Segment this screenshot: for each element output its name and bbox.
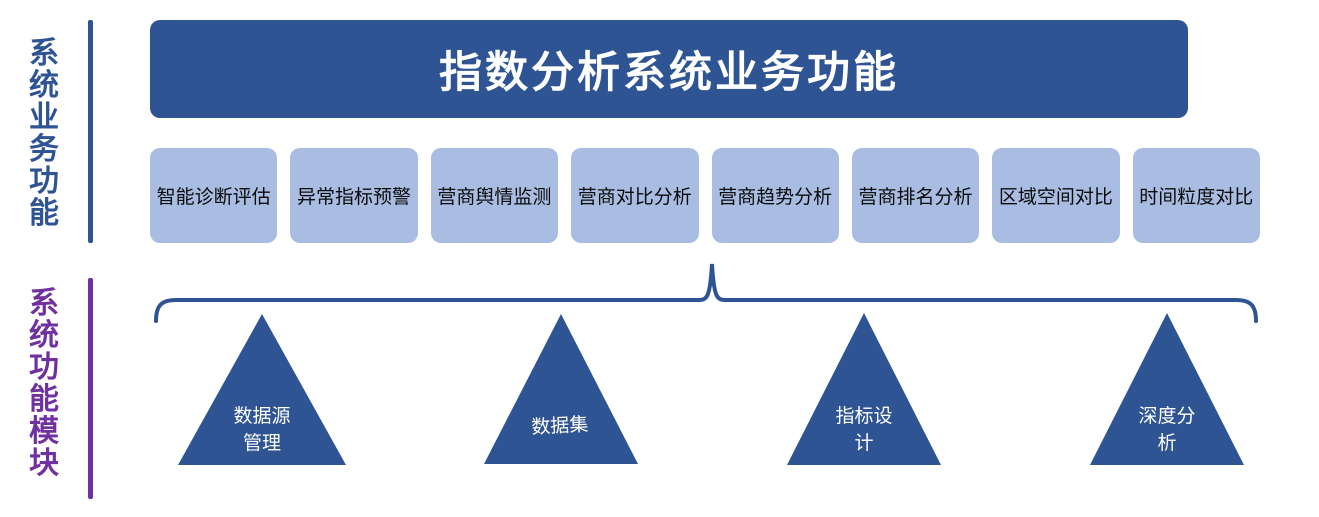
function-box-smart-diagnosis: 智能诊断评估 [150, 148, 278, 243]
page-title: 指数分析系统业务功能 [439, 49, 899, 97]
module-triangle-deep-analysis: 深度分 析 [1090, 313, 1244, 465]
header-banner: 指数分析系统业务功能 [150, 20, 1188, 118]
curly-brace-icon [154, 263, 1258, 323]
function-box-time-granularity: 时间粒度对比 [1132, 148, 1260, 243]
business-section-divider-line [88, 20, 93, 243]
function-box-row: 智能诊断评估 异常指标预警 营商舆情监测 营商对比分析 营商趋势分析 营商排名分… [150, 148, 1260, 243]
module-triangle-label: 数据源 管理 [233, 406, 291, 454]
function-box-anomaly-warning: 异常指标预警 [290, 148, 418, 243]
function-box-regional-comparison: 区域空间对比 [992, 148, 1120, 243]
function-box-trend-analysis: 营商趋势分析 [711, 148, 839, 243]
modules-section-divider-line [88, 278, 93, 499]
function-box-comparison-analysis: 营商对比分析 [571, 148, 699, 243]
module-triangle-label: 数据集 [531, 414, 590, 439]
function-box-ranking-analysis: 营商排名分析 [851, 148, 980, 243]
module-triangle-dataset: 数据集 [484, 314, 638, 464]
section-label-system-modules: 系统功能模块 [29, 287, 59, 480]
section-label-system-business: 系统业务功能 [29, 37, 59, 230]
module-triangle-label: 深度分 析 [1138, 406, 1196, 454]
module-triangle-indicator-design: 指标设 计 [787, 313, 941, 465]
function-box-sentiment-monitor: 营商舆情监测 [430, 148, 559, 243]
module-triangle-label: 指标设 计 [835, 406, 893, 454]
module-triangle-data-source: 数据源 管理 [178, 314, 346, 465]
